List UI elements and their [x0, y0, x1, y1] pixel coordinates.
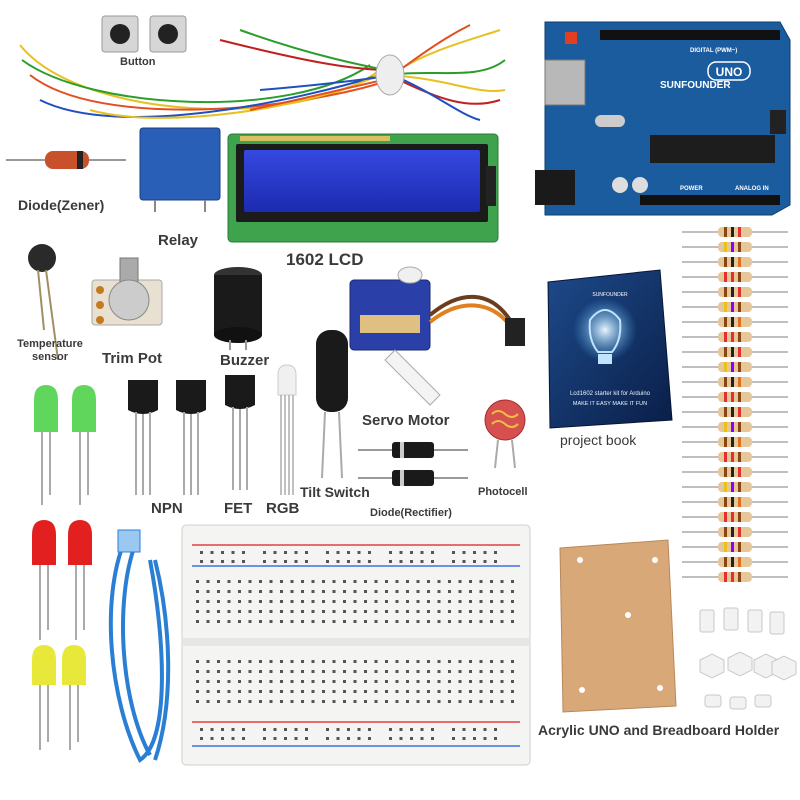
label-relay: Relay	[158, 232, 199, 249]
label-button: Button	[120, 56, 156, 68]
label-npn: NPN	[151, 500, 183, 517]
book-title-text: Lcd1602 starter kit for Arduino	[570, 391, 651, 397]
board-analog-label: ANALOG IN	[735, 186, 769, 192]
label-photocell: Photocell	[478, 486, 528, 498]
trim-pot	[91, 257, 163, 326]
label-rgb: RGB	[266, 500, 300, 517]
usb-plug	[117, 529, 141, 553]
lcd-1602-module	[227, 133, 499, 243]
label-fet: FET	[224, 500, 253, 517]
push-button-pair	[101, 15, 187, 53]
transistors	[128, 375, 255, 495]
wire-tie	[375, 54, 405, 96]
board-brand-text: SUNFOUNDER	[660, 80, 731, 91]
tilt-switch	[316, 330, 348, 479]
board-model-text: UNO	[716, 65, 743, 79]
zener-diode	[6, 151, 126, 169]
standoffs-and-nuts	[699, 607, 797, 710]
board-power-label: POWER	[680, 186, 703, 192]
label-diode-rectifier: Diode(Rectifier)	[370, 507, 452, 519]
relay	[139, 127, 221, 212]
label-servo-motor: Servo Motor	[362, 412, 450, 429]
label-acrylic-holder: Acrylic UNO and Breadboard Holder	[538, 722, 780, 738]
project-book: SUNFOUNDER Lcd1602 starter kit for Ardui…	[547, 269, 673, 429]
photocell	[484, 399, 526, 469]
board-digital-label: DIGITAL (PWM~)	[690, 48, 737, 54]
label-temperature-sensor-line1: Temperature	[17, 338, 83, 350]
label-project-book: project book	[560, 432, 637, 448]
label-tilt-switch: Tilt Switch	[300, 484, 370, 500]
book-slogan-text: MAKE IT EASY MAKE IT FUN	[573, 401, 647, 407]
arduino-uno-board: SUNFOUNDER UNO DIGITAL (PWM~) POWER ANAL…	[535, 21, 791, 216]
breadboard	[181, 524, 531, 766]
green-leds	[34, 385, 96, 505]
rgb-led	[277, 364, 297, 495]
label-diode-zener: Diode(Zener)	[18, 197, 105, 213]
acrylic-holder	[559, 539, 677, 713]
buzzer	[214, 267, 262, 350]
label-trim-pot: Trim Pot	[102, 350, 163, 367]
jumper-wires	[19, 24, 506, 121]
temperature-sensor	[28, 244, 59, 361]
label-temperature-sensor-line2: sensor	[31, 351, 69, 363]
yellow-leds	[32, 645, 86, 750]
book-brand-text: SUNFOUNDER	[592, 292, 628, 298]
servo-motor	[349, 266, 525, 406]
usb-cable	[108, 539, 171, 763]
label-lcd: 1602 LCD	[286, 250, 364, 269]
resistor-strip	[682, 227, 788, 582]
label-buzzer: Buzzer	[220, 352, 270, 369]
red-leds	[32, 520, 92, 640]
rectifier-diodes	[358, 442, 468, 486]
